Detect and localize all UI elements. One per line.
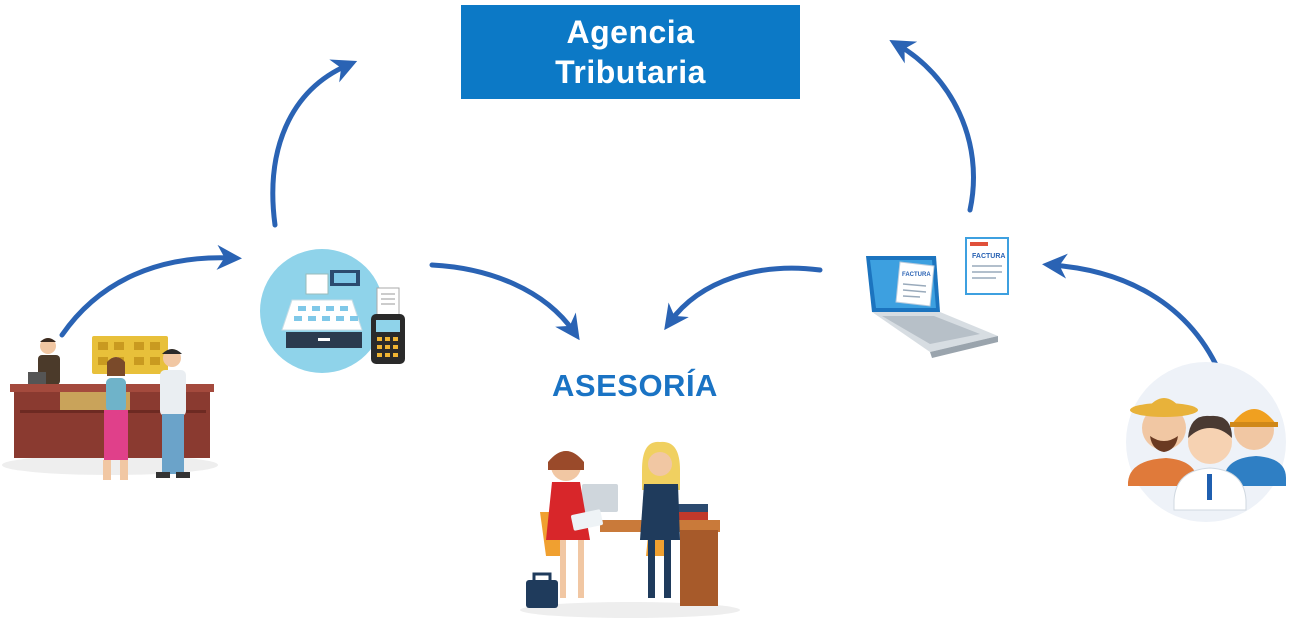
- advisory-meeting-illustration: [520, 441, 740, 618]
- agency-title-line2: Tributaria: [555, 54, 706, 90]
- arrow-laptop-to-agency: [889, 39, 976, 213]
- agency-title-line1: Agencia: [566, 14, 695, 50]
- arrow-laptop-to-asesoria: [664, 265, 823, 331]
- laptop-invoice-icon: FACTURA FACTURA: [866, 237, 1009, 358]
- arrow-shop-to-register: [59, 244, 242, 338]
- laptop-invoice-label: FACTURA: [902, 272, 931, 278]
- invoice-doc-label: FACTURA: [972, 253, 1005, 260]
- arrow-workers-to-laptop: [1042, 253, 1225, 381]
- arrow-register-to-agency: [270, 59, 358, 228]
- shop-counter-illustration: [2, 336, 218, 480]
- arrow-register-to-asesoria: [429, 262, 580, 341]
- freelancers-group-icon: [1126, 362, 1286, 522]
- asesoria-title: ASESORÍA: [552, 368, 718, 403]
- agencia-tributaria-box: Agencia Tributaria: [461, 5, 800, 99]
- cash-register-icon: [260, 249, 405, 373]
